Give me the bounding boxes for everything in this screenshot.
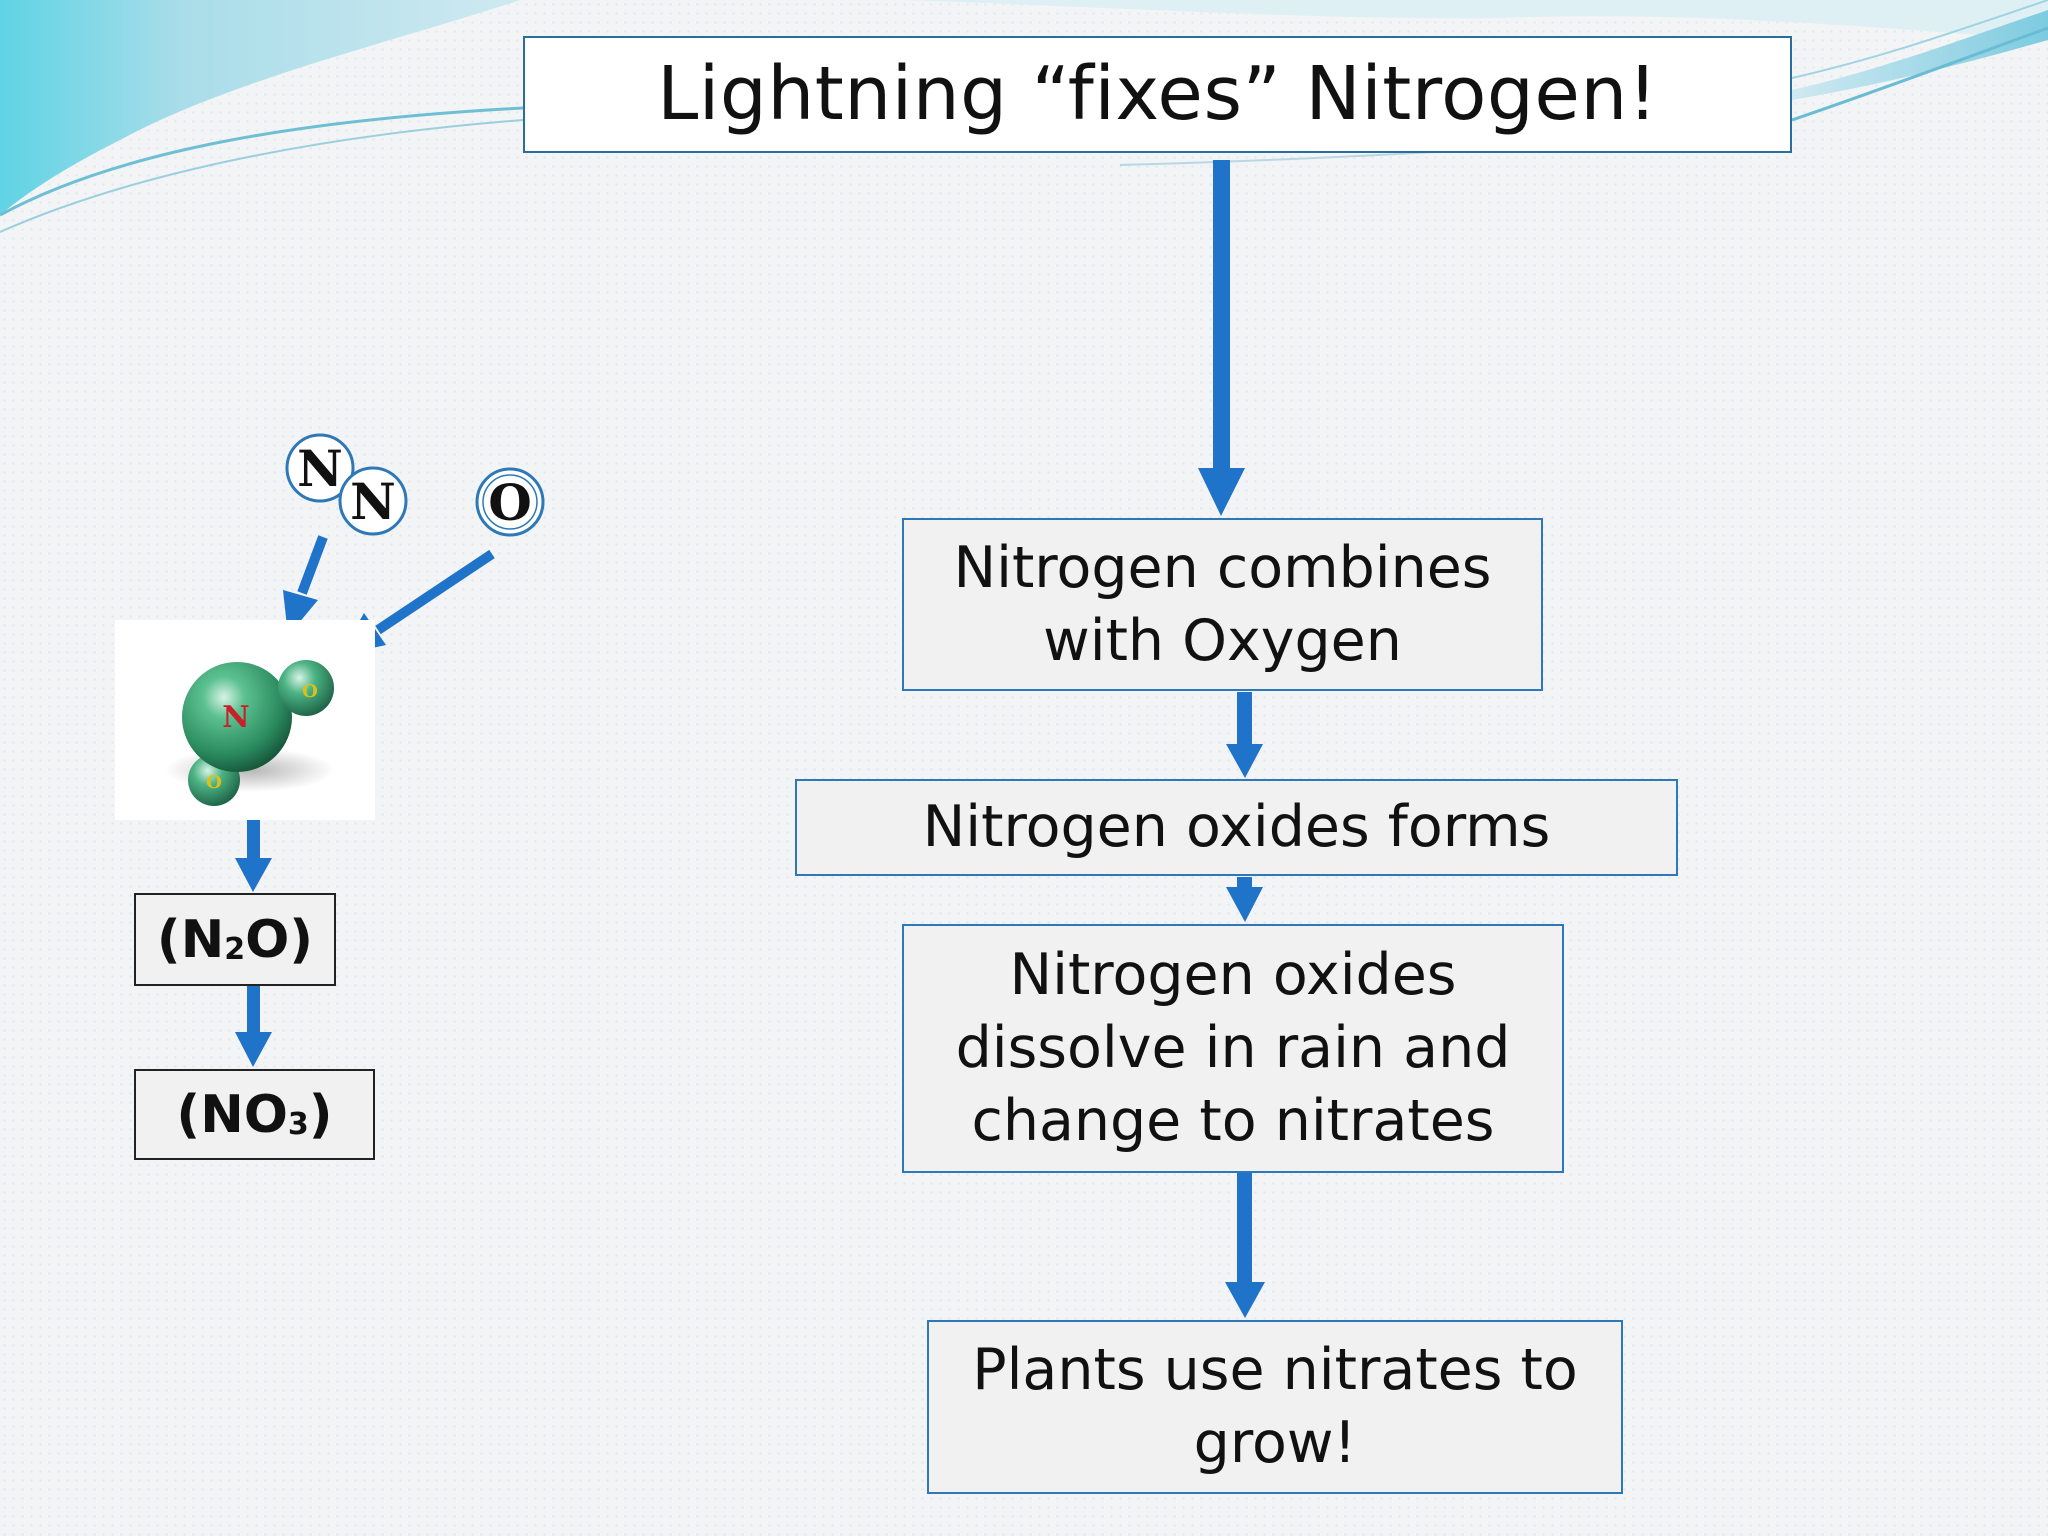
formula-subscript: 3: [287, 1107, 309, 1142]
svg-text:O: O: [302, 681, 318, 702]
step-plants-use-nitrates: Plants use nitrates to grow!: [927, 1320, 1623, 1494]
step-nitrogen-oxides-form: Nitrogen oxides forms: [795, 779, 1678, 876]
step-text: Nitrogen oxides dissolve in rain and cha…: [955, 942, 1511, 1154]
atom-o: O: [475, 467, 545, 537]
svg-text:O: O: [488, 473, 532, 532]
arrow-title-to-step1: [1198, 160, 1245, 516]
step-text: Nitrogen oxides forms: [922, 794, 1551, 861]
atom-n-second: N: [338, 466, 408, 536]
arrow-molecule-to-n2o: [235, 808, 272, 892]
arrow-step1-to-step2: [1226, 692, 1263, 778]
wave-decoration-right: [900, 0, 2048, 122]
svg-text:O: O: [206, 772, 222, 793]
no2-molecule-model: N O O: [115, 620, 375, 820]
svg-text:N: N: [350, 472, 396, 531]
flow-arrows: [1198, 160, 1265, 1318]
slide-title-text: Lightning “fixes” Nitrogen!: [657, 51, 1658, 138]
step-text: Plants use nitrates to grow!: [972, 1337, 1578, 1476]
step-text: Nitrogen combines with Oxygen: [953, 534, 1492, 674]
arrow-step3-to-step4: [1225, 1160, 1265, 1318]
svg-text:N: N: [297, 439, 343, 498]
slide-title: Lightning “fixes” Nitrogen!: [523, 36, 1792, 153]
formula-post: O): [245, 909, 314, 970]
formula-pre: (N: [156, 909, 225, 970]
atom-n-first: N: [285, 433, 355, 503]
formula-pre: (NO: [176, 1084, 288, 1145]
formula-subscript: 2: [224, 932, 246, 967]
arrow-n2o-to-no3: [235, 985, 272, 1067]
formula-post: ): [308, 1084, 333, 1145]
step-nitrogen-combines: Nitrogen combines with Oxygen: [902, 518, 1543, 691]
wave-decoration-left: [0, 0, 524, 233]
svg-text:N: N: [222, 700, 249, 735]
arrow-step2-to-step3: [1226, 877, 1263, 922]
step-oxides-dissolve: Nitrogen oxides dissolve in rain and cha…: [902, 924, 1564, 1173]
